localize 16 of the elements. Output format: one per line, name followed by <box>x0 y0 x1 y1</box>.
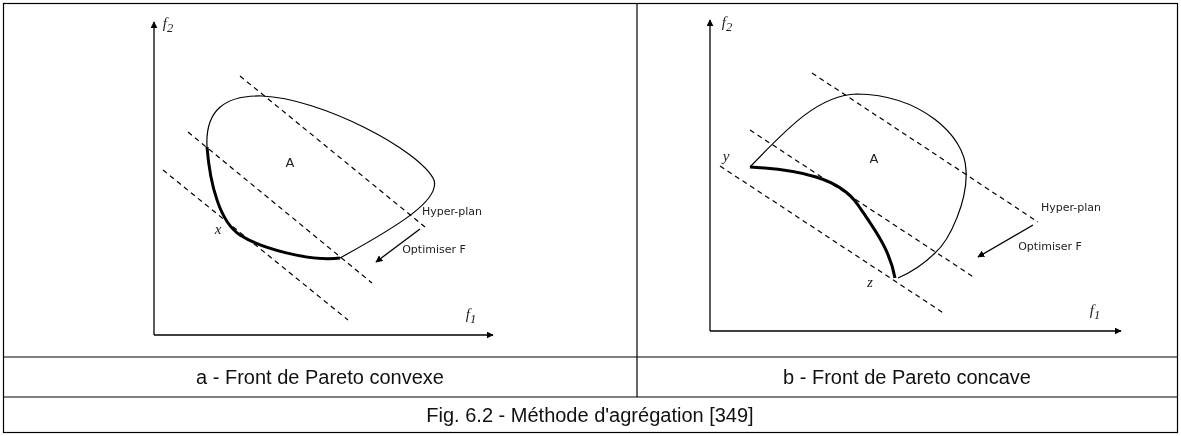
point-label: z <box>867 274 873 290</box>
line-label: Hyper-plan <box>421 205 483 217</box>
region-label: A <box>285 155 295 169</box>
axis-label: f$_{1}$ <box>465 306 477 326</box>
subfigure-caption: a - Front de Pareto convexe <box>196 367 444 387</box>
region-label: A <box>869 151 879 165</box>
point-label: y <box>722 148 730 164</box>
arrow-label: Optimiser F <box>402 243 466 255</box>
figure-caption: Fig. 6.2 - Méthode d'agrégation [349] <box>426 405 754 425</box>
point-label: x <box>214 221 222 237</box>
axis-label: f$_{2}$ <box>721 14 733 34</box>
subfigure-caption: b - Front de Pareto concave <box>783 367 1031 387</box>
axis-label: f$_{1}$ <box>1089 302 1101 322</box>
arrow-label: Optimiser F <box>1018 240 1082 252</box>
line-label: Hyper-plan <box>1040 201 1102 213</box>
axis-label: f$_{2}$ <box>162 15 174 35</box>
